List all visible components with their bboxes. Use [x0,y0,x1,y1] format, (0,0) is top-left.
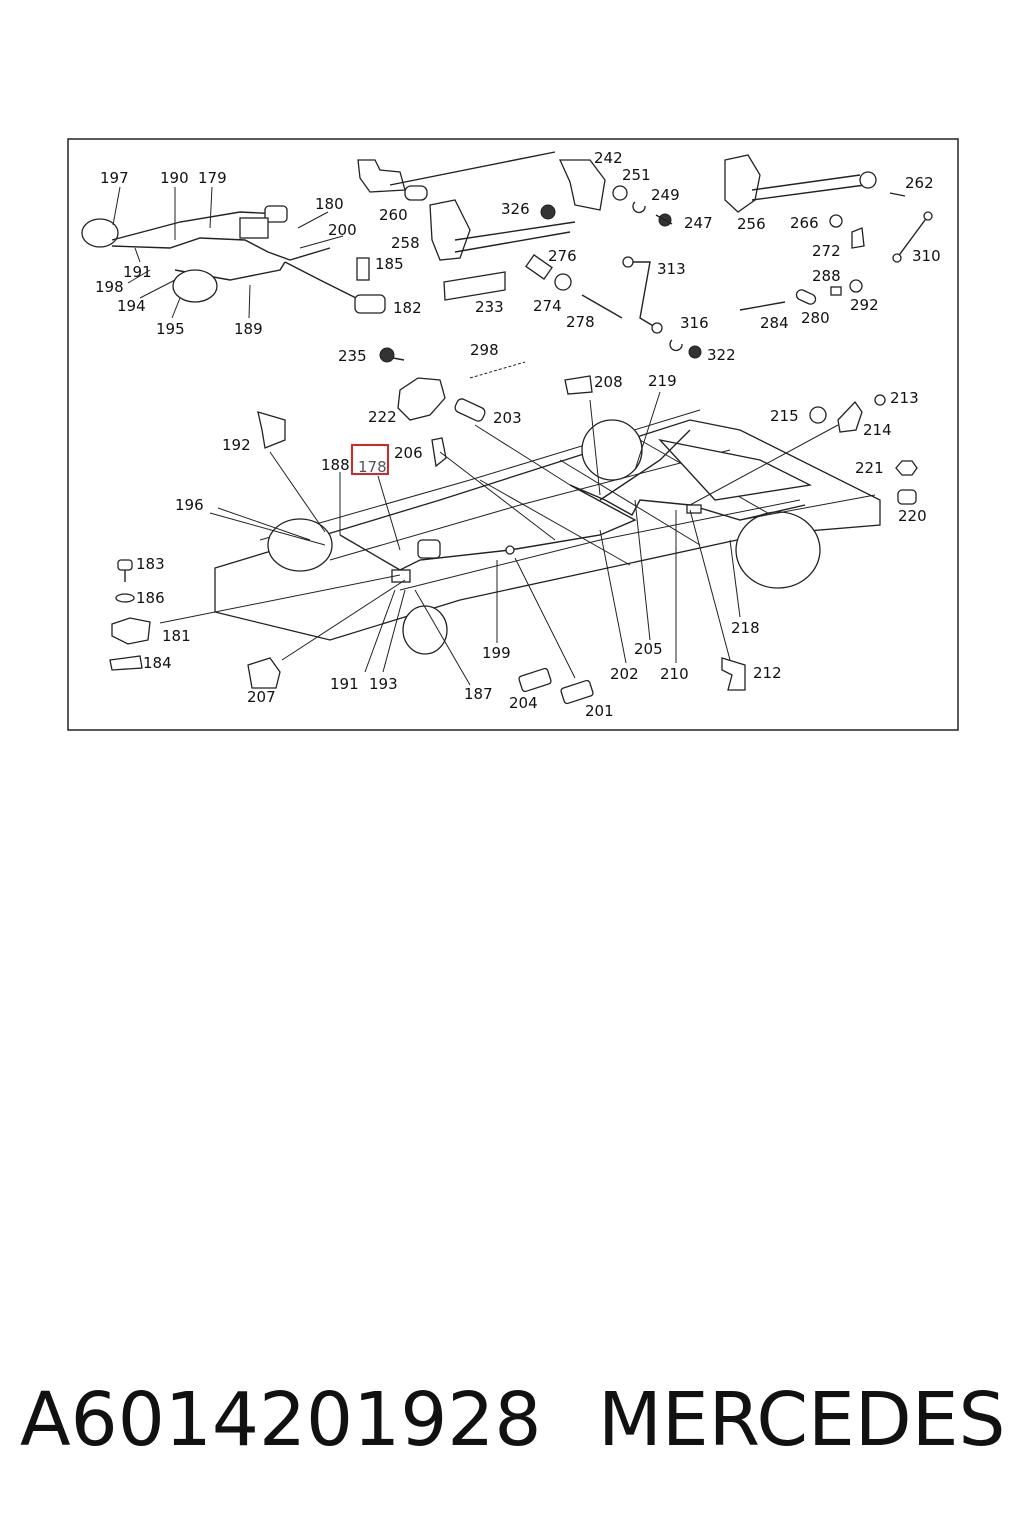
part-label: 233 [475,298,504,316]
part-label: 280 [801,309,830,327]
part-label: 191 [123,263,152,281]
part-label: 195 [156,320,185,338]
part-label: 222 [368,408,397,426]
part-label: 210 [660,665,689,683]
hardware-bottom-left [109,559,746,705]
part-label: 181 [162,627,191,645]
part-label: 202 [610,665,639,683]
part-label: 214 [863,421,892,439]
part-label: 184 [143,654,172,672]
part-label: 207 [247,688,276,706]
part-label: 266 [790,214,819,232]
part-number: A6014201928 [20,1377,542,1463]
part-label: 316 [680,314,709,332]
part-label: 235 [338,347,367,365]
part-label: 276 [548,247,577,265]
part-label: 288 [812,267,841,285]
part-label: 256 [737,215,766,233]
part-label: 213 [890,389,919,407]
part-label: 298 [470,341,499,359]
brand-name: MERCEDES [598,1377,1006,1463]
linkage-assembly-top-middle [357,151,702,359]
leader-lines [159,391,876,686]
part-label: 183 [136,555,165,573]
part-label: 200 [328,221,357,239]
part-label: 186 [136,589,165,607]
part-label: 187 [464,685,493,703]
part-label: 203 [493,409,522,427]
part-label: 189 [234,320,263,338]
part-label: 205 [634,640,663,658]
highlight-box [351,444,389,475]
highlighted-part-label: 178 [358,458,387,476]
part-label: 199 [482,644,511,662]
part-label: 219 [648,372,677,390]
parts-diagram: 197 190 179 180 200 191 198 194 195 189 … [0,0,1024,760]
part-label: 193 [369,675,398,693]
part-label: 188 [321,456,350,474]
part-label: 258 [391,234,420,252]
part-label: 208 [594,373,623,391]
small-hardware-middle [257,347,918,505]
part-label: 272 [812,242,841,260]
brake-line-assembly-top-left [81,186,386,319]
part-label: 194 [117,297,146,315]
part-label: 242 [594,149,623,167]
part-label: 274 [533,297,562,315]
part-label: 310 [912,247,941,265]
part-label: 191 [330,675,359,693]
part-label: 260 [379,206,408,224]
part-label: 284 [760,314,789,332]
part-label: 326 [501,200,530,218]
part-label: 322 [707,346,736,364]
part-label: 215 [770,407,799,425]
part-label: 262 [905,174,934,192]
part-label: 218 [731,619,760,637]
part-label: 192 [222,436,251,454]
part-label: 221 [855,459,884,477]
part-label: 212 [753,664,782,682]
part-label: 198 [95,278,124,296]
part-label: 278 [566,313,595,331]
part-label: 251 [622,166,651,184]
diagram-border [67,138,959,731]
vehicle-chassis [214,409,881,655]
part-label: 249 [651,186,680,204]
linkage-assembly-top-right [724,154,933,311]
part-label: 196 [175,496,204,514]
part-label: 201 [585,702,614,720]
part-label: 220 [898,507,927,525]
part-label: 179 [198,169,227,187]
part-label: 204 [509,694,538,712]
part-label: 292 [850,296,879,314]
part-label: 190 [160,169,189,187]
part-label: 247 [684,214,713,232]
part-label: 206 [394,444,423,462]
part-label: 180 [315,195,344,213]
part-label: 313 [657,260,686,278]
part-label: 182 [393,299,422,317]
part-label: 185 [375,255,404,273]
part-label: 197 [100,169,129,187]
part-number-labels: 197 190 179 180 200 191 198 194 195 189 … [95,149,941,720]
footer: A6014201928 MERCEDES [0,1365,1024,1475]
